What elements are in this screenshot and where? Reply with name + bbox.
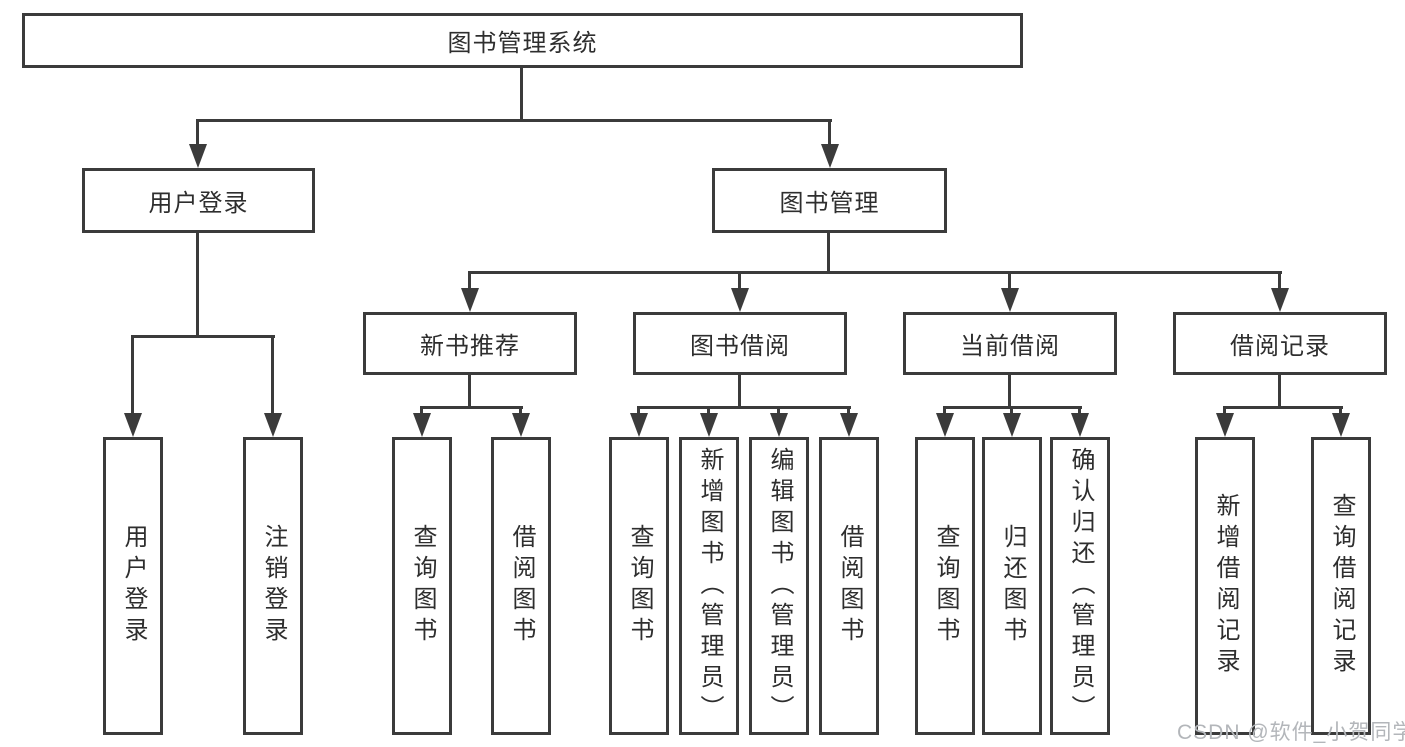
leaf-query-books-under-borrow: 查询图书: [609, 437, 669, 735]
leaf-return-book: 归还图书: [982, 437, 1042, 735]
arrow-down: [1216, 413, 1234, 437]
leaf-label: 借阅图书: [836, 524, 863, 648]
leaf-edit-book-admin: 编辑图书（管理员）: [749, 437, 809, 735]
connector-line: [520, 66, 523, 119]
node-label: 当前借阅: [960, 333, 1060, 360]
node-borrow-records: 借阅记录: [1173, 312, 1387, 375]
leaf-add-borrow-record: 新增借阅记录: [1195, 437, 1255, 735]
arrow-down: [264, 413, 282, 437]
leaf-query-borrow-record: 查询借阅记录: [1311, 437, 1371, 735]
connector-line: [271, 335, 274, 413]
leaf-borrow-books-under-recommend: 借阅图书: [491, 437, 551, 735]
node-current-borrow: 当前借阅: [903, 312, 1117, 375]
arrow-down: [124, 413, 142, 437]
leaf-confirm-return-admin: 确认归还（管理员）: [1050, 437, 1110, 735]
leaf-label: 查询借阅记录: [1328, 493, 1355, 679]
leaf-label: 查询图书: [626, 524, 653, 648]
arrow-down: [1001, 288, 1019, 312]
leaf-label: 编辑图书（管理员）: [766, 446, 793, 726]
node-label: 用户登录: [148, 190, 249, 217]
connector-line: [468, 271, 471, 288]
leaf-borrow-books-under-borrow: 借阅图书: [819, 437, 879, 735]
connector-line: [943, 406, 946, 416]
connector-line: [468, 271, 1282, 274]
node-label: 图书管理: [779, 190, 880, 217]
node-root-label: 图书管理系统: [447, 30, 598, 57]
connector-line: [707, 406, 710, 416]
leaf-label: 注销登录: [260, 524, 287, 648]
connector-line: [738, 271, 741, 288]
arrow-down: [413, 413, 431, 437]
leaf-label: 新增图书（管理员）: [696, 446, 723, 726]
connector-line: [847, 406, 850, 416]
connector-line: [1339, 406, 1342, 416]
arrow-down: [700, 413, 718, 437]
node-label: 借阅记录: [1230, 333, 1330, 360]
arrow-down: [770, 413, 788, 437]
connector-line: [196, 119, 199, 144]
arrow-down: [1071, 413, 1089, 437]
csdn-watermark: CSDN @软件_小贺同学: [1177, 721, 1405, 744]
arrow-down: [821, 144, 839, 168]
arrow-down: [731, 288, 749, 312]
leaf-add-book-admin: 新增图书（管理员）: [679, 437, 739, 735]
connector-line: [828, 119, 831, 144]
node-new-book-recommend: 新书推荐: [363, 312, 577, 375]
leaf-label: 查询图书: [932, 524, 959, 648]
connector-line: [420, 406, 523, 409]
arrow-down: [936, 413, 954, 437]
connector-line: [1008, 271, 1011, 288]
connector-line: [827, 233, 830, 273]
connector-line: [1223, 406, 1226, 416]
leaf-label: 用户登录: [120, 524, 147, 648]
leaf-label: 新增借阅记录: [1212, 493, 1239, 679]
connector-line: [637, 406, 640, 416]
connector-line: [777, 406, 780, 416]
leaf-user-login: 用户登录: [103, 437, 163, 735]
connector-line: [637, 406, 851, 409]
arrow-down: [461, 288, 479, 312]
connector-line: [1278, 375, 1281, 408]
leaf-label: 归还图书: [999, 524, 1026, 648]
arrow-down: [1003, 413, 1021, 437]
arrow-down: [630, 413, 648, 437]
connector-line: [131, 335, 134, 413]
connector-line: [1278, 271, 1281, 288]
leaf-query-books-under-recommend: 查询图书: [392, 437, 452, 735]
leaf-label: 确认归还（管理员）: [1067, 446, 1094, 726]
node-root: 图书管理系统: [22, 13, 1023, 68]
connector-line: [519, 406, 522, 416]
connector-line: [468, 375, 471, 408]
node-book-borrow: 图书借阅: [633, 312, 847, 375]
connector-line: [1010, 406, 1013, 416]
arrow-down: [1332, 413, 1350, 437]
leaf-label: 借阅图书: [508, 524, 535, 648]
connector-line: [1223, 406, 1343, 409]
node-label: 新书推荐: [420, 333, 520, 360]
connector-line: [196, 233, 199, 337]
node-label: 图书借阅: [690, 333, 790, 360]
connector-line: [1008, 375, 1011, 408]
connector-line: [131, 335, 275, 338]
leaf-query-books-under-current: 查询图书: [915, 437, 975, 735]
connector-line: [1078, 406, 1081, 416]
leaf-logout: 注销登录: [243, 437, 303, 735]
arrow-down: [840, 413, 858, 437]
connector-line: [738, 375, 741, 408]
arrow-down: [512, 413, 530, 437]
arrow-down: [189, 144, 207, 168]
node-book-management: 图书管理: [712, 168, 947, 233]
leaf-label: 查询图书: [409, 524, 436, 648]
connector-line: [196, 119, 832, 122]
connector-line: [420, 406, 423, 416]
arrow-down: [1271, 288, 1289, 312]
node-user-login: 用户登录: [82, 168, 315, 233]
